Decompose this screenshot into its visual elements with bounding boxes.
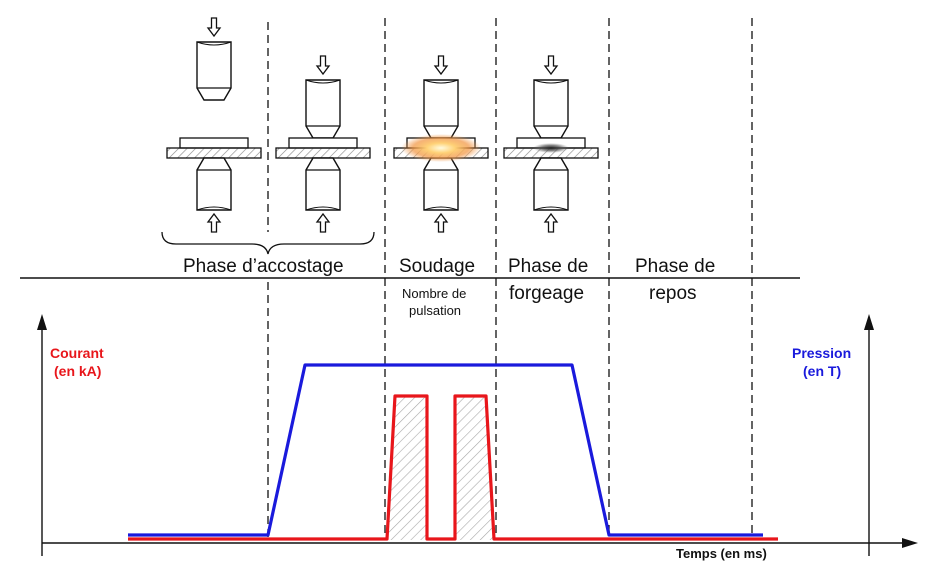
phase-separators <box>267 18 753 540</box>
arrow-down-icon <box>207 17 221 37</box>
pulsation-note-line2: pulsation <box>409 303 461 318</box>
phase-label-forgeage-line2: forgeage <box>509 283 584 304</box>
stage-approach-contact <box>275 55 371 233</box>
weld-glow <box>401 134 481 162</box>
pulsation-note-line1: Nombre de <box>402 286 466 301</box>
phase-label-repos-line1: Phase de <box>635 256 715 277</box>
top-electrode <box>196 41 232 101</box>
top-electrode <box>533 79 569 139</box>
pressure-curve <box>128 363 763 537</box>
arrow-down-icon <box>434 55 448 75</box>
arrow-up-icon <box>207 213 221 233</box>
time-axis-label: Temps (en ms) <box>676 546 767 561</box>
phase-label-accostage: Phase d’accostage <box>183 256 344 277</box>
current-curve <box>128 394 778 541</box>
weld-nugget <box>533 143 569 153</box>
pulse-1-area <box>387 396 427 540</box>
phase-label-repos-line2: repos <box>649 283 697 304</box>
arrow-down-icon <box>316 55 330 75</box>
pressure-axis-label-line1: Pression <box>792 345 851 361</box>
arrow-up-icon <box>316 213 330 233</box>
arrow-down-icon <box>544 55 558 75</box>
bottom-electrode <box>533 157 569 211</box>
arrow-up-icon <box>434 213 448 233</box>
bottom-electrode <box>423 157 459 211</box>
stage-welding <box>393 55 489 233</box>
approach-brace <box>161 231 375 255</box>
current-axis-label-line2: (en kA) <box>54 363 101 379</box>
top-electrode <box>305 79 341 139</box>
top-electrode <box>423 79 459 139</box>
current-axis-label-line1: Courant <box>50 345 104 361</box>
left-axis <box>37 314 47 556</box>
arrow-up-icon <box>544 213 558 233</box>
bottom-electrode <box>196 157 232 211</box>
pressure-axis-label-line2: (en T) <box>803 363 841 379</box>
time-axis <box>42 538 918 548</box>
sheets <box>166 137 262 159</box>
phase-label-forgeage-line1: Phase de <box>508 256 588 277</box>
pulse-2-area <box>455 396 494 540</box>
sheets <box>275 137 371 159</box>
right-axis <box>864 314 874 556</box>
stage-approach-open <box>166 17 262 233</box>
bottom-electrode <box>305 157 341 211</box>
stage-forging <box>503 55 599 233</box>
phase-label-soudage: Soudage <box>399 256 475 277</box>
